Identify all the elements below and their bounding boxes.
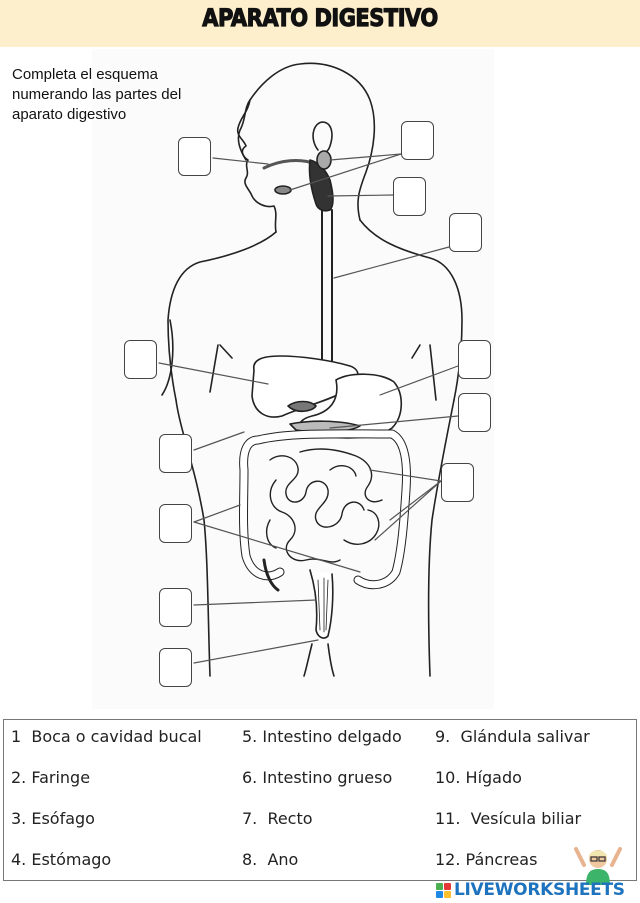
answer-box-6[interactable] [458,340,491,379]
legend-item-6: 6. Intestino grueso [242,768,393,787]
logo-text: LIVEWORKSHEETS [454,880,625,900]
digestive-system-diagram [158,62,463,677]
salivary-gland-sublingual [274,185,292,195]
ear [312,121,333,154]
legend-item-10: 10. Hígado [435,768,522,787]
legend-item-12: 12. Páncreas [435,850,538,869]
salivary-gland-parotid [316,150,332,170]
answer-box-12[interactable] [159,648,192,687]
answer-box-3[interactable] [393,177,426,216]
legend-item-4: 4. Estómago [11,850,112,869]
left-torso [175,399,211,677]
answer-box-9[interactable] [441,463,474,502]
instructions-line-3: aparato digestivo [12,106,127,123]
legend-item-9: 9. Glándula salivar [435,727,590,746]
logo-blocks-icon [436,882,451,898]
instructions-line-1: Completa el esquema [12,66,158,83]
answer-box-11[interactable] [159,588,192,627]
header-banner [0,0,640,47]
legend-item-1: 1 Boca o cavidad bucal [11,727,202,746]
leader-lines [158,153,459,664]
legend-item-3: 3. Esófago [11,809,95,828]
answer-box-4[interactable] [449,213,482,252]
legs [303,643,335,677]
head-outline [237,62,376,221]
answer-box-2[interactable] [401,121,434,160]
mouth-tongue [262,159,318,170]
pharynx [308,159,334,212]
rectum [309,569,334,639]
gallbladder [287,400,317,413]
legend-table: 1 Boca o cavidad bucal 2. Faringe 3. Esó… [3,719,637,881]
answer-box-5[interactable] [124,340,157,379]
liveworksheets-logo[interactable]: LIVEWORKSHEETS [436,880,625,900]
face-profile [236,99,277,233]
esophagus [321,209,333,363]
legend-item-5: 5. Intestino delgado [242,727,402,746]
instructions: Completa el esquema numerando las partes… [12,65,242,125]
right-torso [427,399,455,677]
answer-box-7[interactable] [458,393,491,432]
small-intestine [265,448,383,563]
answer-box-8[interactable] [159,434,192,473]
instructions-line-2: numerando las partes del [12,86,182,103]
legend-item-8: 8. Ano [242,850,299,869]
answer-box-1[interactable] [178,137,211,176]
appendix [262,558,280,592]
legend-item-2: 2. Faringe [11,768,91,787]
legend-item-11: 11. Vesícula biliar [435,809,582,828]
answer-box-10[interactable] [159,504,192,543]
bitmoji-cheering-avatar-icon [574,847,622,885]
legend-item-7: 7. Recto [242,809,313,828]
left-arm-line [161,319,174,396]
left-shoulder [167,231,277,401]
page-title: APARATO DIGESTIVO [202,4,439,33]
